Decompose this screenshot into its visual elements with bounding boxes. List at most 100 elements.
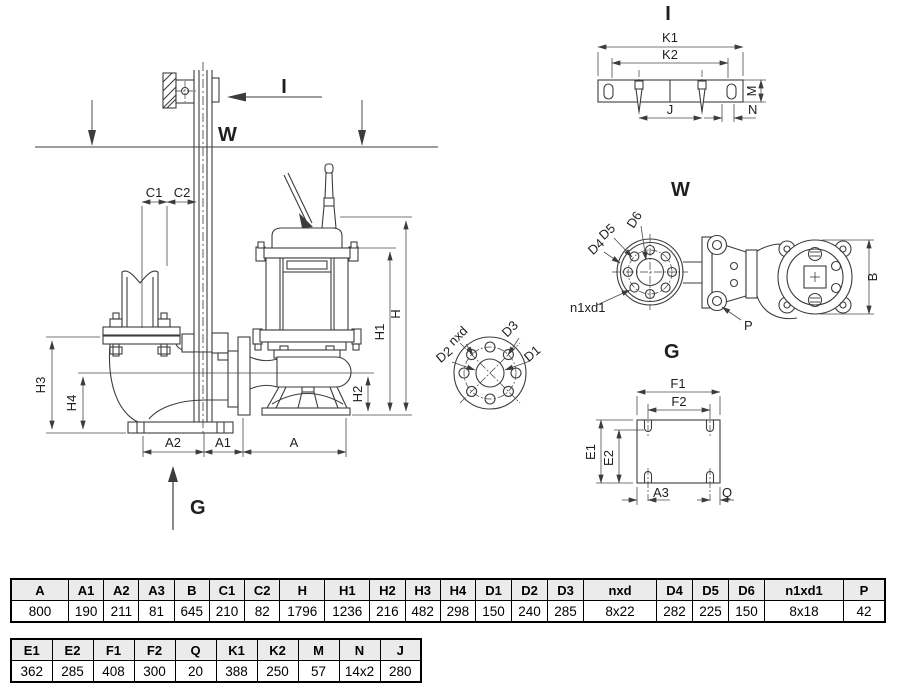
table-cell: 57 <box>297 660 340 683</box>
flange-detail-leaders <box>451 337 531 371</box>
discharge-riser <box>121 270 159 327</box>
table-header-cell: C1 <box>208 578 246 601</box>
table-header-cell: K1 <box>215 638 258 661</box>
section-arrow-i <box>227 92 322 102</box>
dim-label-c1: C1 <box>146 185 163 200</box>
table-header-cell: K2 <box>256 638 299 661</box>
view-i-clips <box>634 70 707 114</box>
table-cell: 408 <box>92 660 135 683</box>
table-header-cell: H1 <box>324 578 371 601</box>
dim-label-m: M <box>744 86 759 97</box>
table-header-cell: A1 <box>67 578 105 601</box>
dim-label-d3: D3 <box>499 318 521 340</box>
table-header-cell: A <box>10 578 69 601</box>
table-header-cell: P <box>843 578 886 601</box>
table-header-cell: D4 <box>656 578 693 601</box>
table-header-cell: E1 <box>10 638 53 661</box>
dim-label-h: H <box>388 309 403 318</box>
table-header-cell: F1 <box>92 638 135 661</box>
dim-label-j: J <box>667 102 674 117</box>
guide-pipe <box>193 62 213 436</box>
table-header-cell: H2 <box>369 578 406 601</box>
dim-label-e1: E1 <box>583 444 598 460</box>
coupling-claw <box>181 332 251 416</box>
dim-label-q: Q <box>722 485 732 500</box>
view-w-title: W <box>671 179 690 201</box>
table-header-cell: H <box>279 578 326 601</box>
table-header-cell: n1xd1 <box>764 578 844 601</box>
dim-label-a1: A1 <box>215 435 231 450</box>
base-plate <box>127 421 234 434</box>
table-cell: 240 <box>511 600 548 623</box>
water-level-line <box>35 100 438 148</box>
table-header-cell: H3 <box>404 578 441 601</box>
table-cell: 300 <box>133 660 176 683</box>
table-cell: 482 <box>404 600 441 623</box>
dim-label-p: P <box>744 318 753 333</box>
dim-label-b: B <box>865 273 880 282</box>
table-header-cell: D1 <box>475 578 512 601</box>
gravity-arrow-label: G <box>190 497 206 519</box>
view-i: I K1 K2 J M N <box>597 3 766 122</box>
table-cell: 150 <box>728 600 765 623</box>
discharge-elbow <box>108 343 228 423</box>
table-header-cell: F2 <box>133 638 176 661</box>
table-header-cell: D3 <box>547 578 584 601</box>
view-g-labels: F1 F2 E1 E2 A3 Q <box>583 376 732 500</box>
view-i-labels: K1 K2 J M N <box>662 30 759 117</box>
table-cell: 14x2 <box>338 660 381 683</box>
table-header-cell: D2 <box>511 578 548 601</box>
table-header-cell: A2 <box>103 578 140 601</box>
table-cell: 82 <box>244 600 281 623</box>
table-cell: 1236 <box>324 600 371 623</box>
main-dimension-labels: C1 C2 H3 H4 H2 H1 H A2 A1 A <box>33 185 403 450</box>
table-header-cell: E2 <box>51 638 94 661</box>
table-cell: 280 <box>379 660 422 683</box>
view-w-flange <box>612 234 688 310</box>
table-header-cell: A3 <box>138 578 175 601</box>
view-i-dimensions <box>597 44 766 122</box>
table-cell: 285 <box>51 660 94 683</box>
flange-joint <box>102 312 181 357</box>
table-cell: 8x22 <box>583 600 657 623</box>
view-i-title: I <box>665 3 671 25</box>
table-cell: 1796 <box>279 600 326 623</box>
dim-label-a3: A3 <box>653 485 669 500</box>
dim-label-a2: A2 <box>165 435 181 450</box>
dim-label-d6: D6 <box>623 209 645 231</box>
table-cell: 285 <box>547 600 584 623</box>
dim-label-h1: H1 <box>372 324 387 341</box>
view-w-dimensions <box>596 225 874 321</box>
technical-drawing: I W <box>33 3 880 530</box>
table-header-cell: B <box>173 578 210 601</box>
dim-label-k2: K2 <box>662 47 678 62</box>
table-header-cell: H4 <box>439 578 477 601</box>
dim-label-h3: H3 <box>33 377 48 394</box>
dim-label-h4: H4 <box>64 395 79 412</box>
view-g-dimensions <box>596 389 734 505</box>
table-cell: 190 <box>67 600 105 623</box>
table-cell: 210 <box>208 600 246 623</box>
table-cell: 362 <box>10 660 53 683</box>
table-cell: 800 <box>10 600 69 623</box>
table-cell: 250 <box>256 660 299 683</box>
table-header-cell: Q <box>174 638 217 661</box>
gravity-arrow <box>168 466 178 530</box>
table-header-cell: J <box>379 638 422 661</box>
table-header-cell: C2 <box>244 578 281 601</box>
table-cell: 150 <box>475 600 512 623</box>
view-w: W <box>570 179 880 333</box>
main-dimensions <box>46 199 412 457</box>
table-cell: 81 <box>138 600 175 623</box>
dim-label-c2: C2 <box>174 185 191 200</box>
table-header-cell: nxd <box>583 578 657 601</box>
dim-label-e2: E2 <box>601 450 616 466</box>
view-w-labels: D4 D5 D6 n1xd1 P B <box>570 209 880 333</box>
table-header-cell: D6 <box>728 578 765 601</box>
